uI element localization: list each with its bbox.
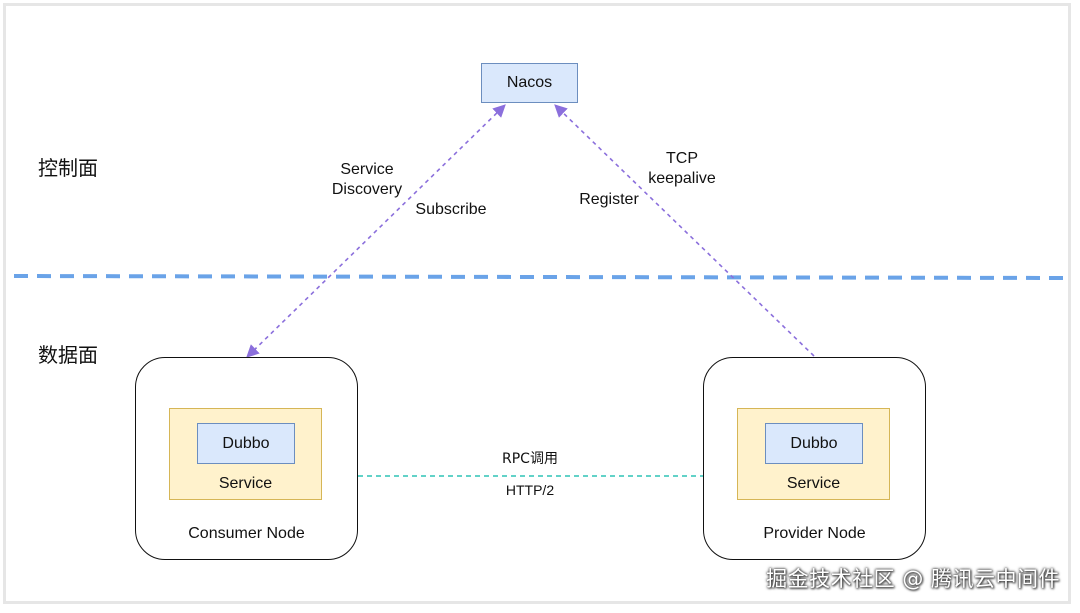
register-label: Register [579, 191, 639, 208]
nacos-box: Nacos [481, 63, 578, 103]
discovery-label-line2: Discovery [331, 181, 403, 198]
consumer-dubbo-label: Dubbo [222, 434, 270, 452]
plane-divider [13, 274, 1071, 280]
nacos-label: Nacos [506, 74, 553, 91]
register-arrow [554, 104, 815, 357]
http-label: HTTP/2 [505, 482, 555, 498]
discovery-label-line1: Service [340, 161, 394, 178]
subscribe-label: Subscribe [415, 201, 487, 218]
consumer-node-label: Consumer Node [188, 525, 305, 542]
image-frame [3, 3, 1071, 604]
watermark: 掘金技术社区 @ 腾讯云中间件 [766, 567, 1060, 591]
data-plane-label: 数据面 [38, 343, 98, 367]
consumer-service-label: Service [218, 475, 273, 492]
tcp-label-line1: TCP [666, 150, 698, 167]
provider-service-label: Service [786, 475, 841, 492]
provider-dubbo-label: Dubbo [790, 434, 838, 452]
control-plane-label: 控制面 [38, 156, 98, 180]
provider-node-label: Provider Node [763, 525, 866, 542]
rpc-label: RPC调用 [502, 451, 558, 467]
provider-dubbo-box: Dubbo [765, 423, 863, 464]
consumer-dubbo-box: Dubbo [197, 423, 295, 464]
discovery-arrow [246, 104, 506, 358]
tcp-label-line2: keepalive [648, 170, 716, 187]
